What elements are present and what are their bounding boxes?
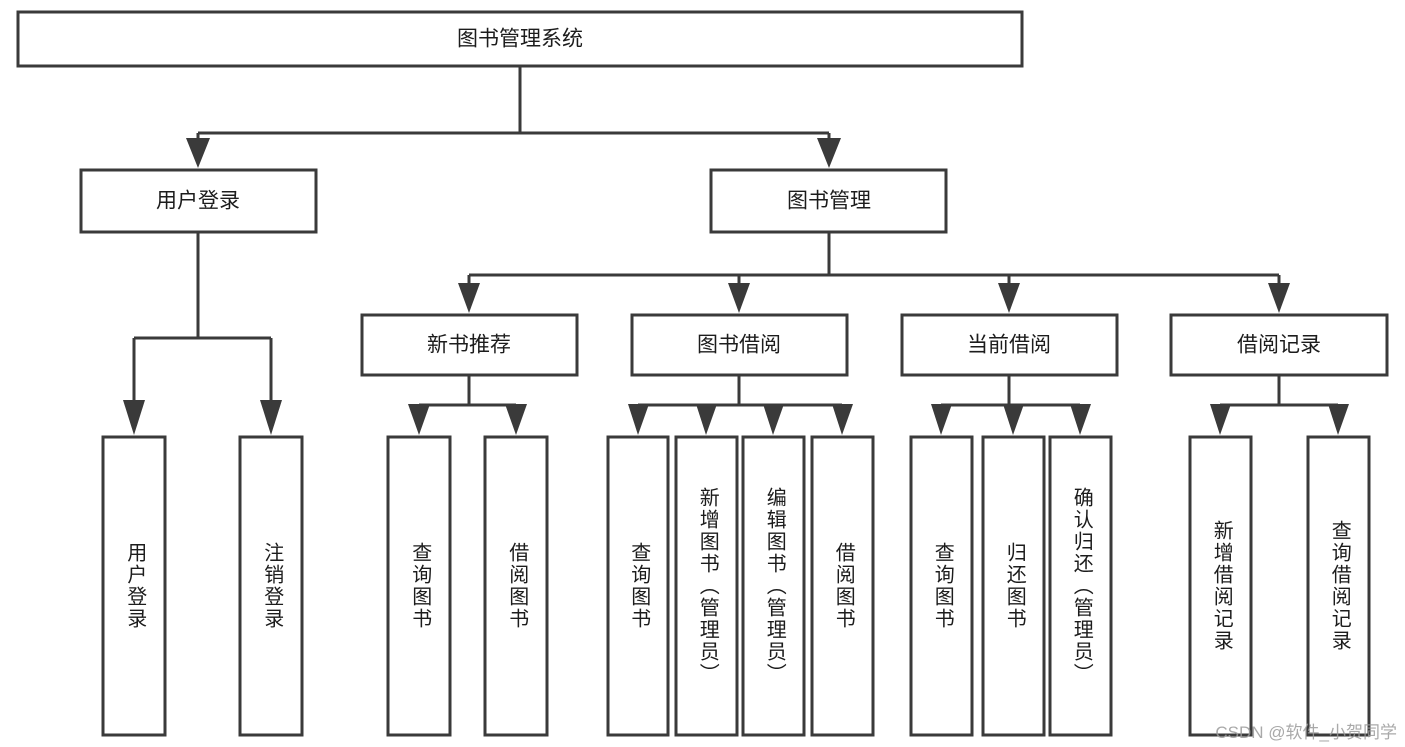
node-book-borrow[interactable] — [630, 313, 849, 377]
node-leaf-borrow-book-2[interactable] — [810, 435, 875, 737]
arrow-head-book-manage — [817, 138, 841, 168]
arrow-head-leaf-query-book-1 — [408, 404, 430, 435]
node-current-borrow-label: 当前借阅 — [967, 334, 1051, 357]
node-leaf-query-book-3[interactable] — [909, 435, 974, 737]
arrow-head-leaf-logout — [260, 400, 282, 435]
node-leaf-query-book-2[interactable] — [606, 435, 670, 737]
node-leaf-query-record[interactable] — [1306, 435, 1371, 737]
arrow-head-leaf-query-book-2 — [628, 404, 649, 435]
node-leaf-return-book[interactable] — [981, 435, 1046, 737]
node-leaf-confirm-return[interactable] — [1048, 435, 1113, 737]
node-book-manage-label: 图书管理 — [787, 190, 871, 213]
node-root-label: 图书管理系统 — [457, 28, 583, 51]
arrow-head-current-borrow — [998, 283, 1020, 313]
arrow-head-leaf-query-book-3 — [931, 404, 952, 435]
watermark: CSDN @软件_小贺同学 — [1215, 723, 1397, 742]
arrow-head-leaf-return-book — [1003, 404, 1024, 435]
connector-group-current-borrow — [931, 375, 1091, 435]
node-new-book-rec[interactable] — [360, 313, 579, 377]
arrow-head-leaf-user-login — [123, 400, 145, 435]
arrow-head-new-book-rec — [458, 283, 480, 313]
node-book-manage[interactable] — [709, 168, 948, 234]
node-borrow-record-label: 借阅记录 — [1237, 334, 1321, 357]
node-current-borrow[interactable] — [900, 313, 1119, 377]
node-leaf-add-record[interactable] — [1188, 435, 1253, 737]
connector-group-new-book-rec — [408, 375, 527, 435]
node-leaf-borrow-book-1[interactable] — [483, 435, 549, 737]
node-leaf-add-book[interactable] — [674, 435, 739, 737]
node-leaf-query-book-1[interactable] — [386, 435, 452, 737]
connector-group-root — [186, 66, 841, 168]
connector-group-book-manage — [458, 232, 1290, 313]
node-user-login[interactable] — [79, 168, 318, 234]
node-leaf-edit-book[interactable] — [741, 435, 806, 737]
node-new-book-rec-label: 新书推荐 — [427, 334, 511, 357]
connector-group-book-borrow — [628, 375, 853, 435]
node-root[interactable] — [16, 10, 1024, 68]
node-leaf-user-login[interactable] — [101, 435, 167, 737]
arrow-head-user-login — [186, 138, 210, 168]
connector-group-user-login — [123, 232, 282, 435]
arrow-head-borrow-record — [1268, 283, 1290, 313]
arrow-head-leaf-add-book — [696, 404, 717, 435]
arrow-head-leaf-borrow-book-1 — [505, 404, 527, 435]
arrow-head-leaf-add-record — [1210, 404, 1231, 435]
node-leaf-logout[interactable] — [238, 435, 304, 737]
arrow-head-book-borrow — [728, 283, 750, 313]
arrow-head-leaf-edit-book — [763, 404, 784, 435]
connector-group-borrow-record — [1210, 375, 1349, 435]
arrow-head-leaf-query-record — [1328, 404, 1349, 435]
node-user-login-label: 用户登录 — [156, 190, 240, 213]
arrow-head-leaf-borrow-book-2 — [832, 404, 853, 435]
node-book-borrow-label: 图书借阅 — [697, 334, 781, 357]
node-borrow-record[interactable] — [1169, 313, 1389, 377]
arrow-head-leaf-confirm-return — [1070, 404, 1091, 435]
